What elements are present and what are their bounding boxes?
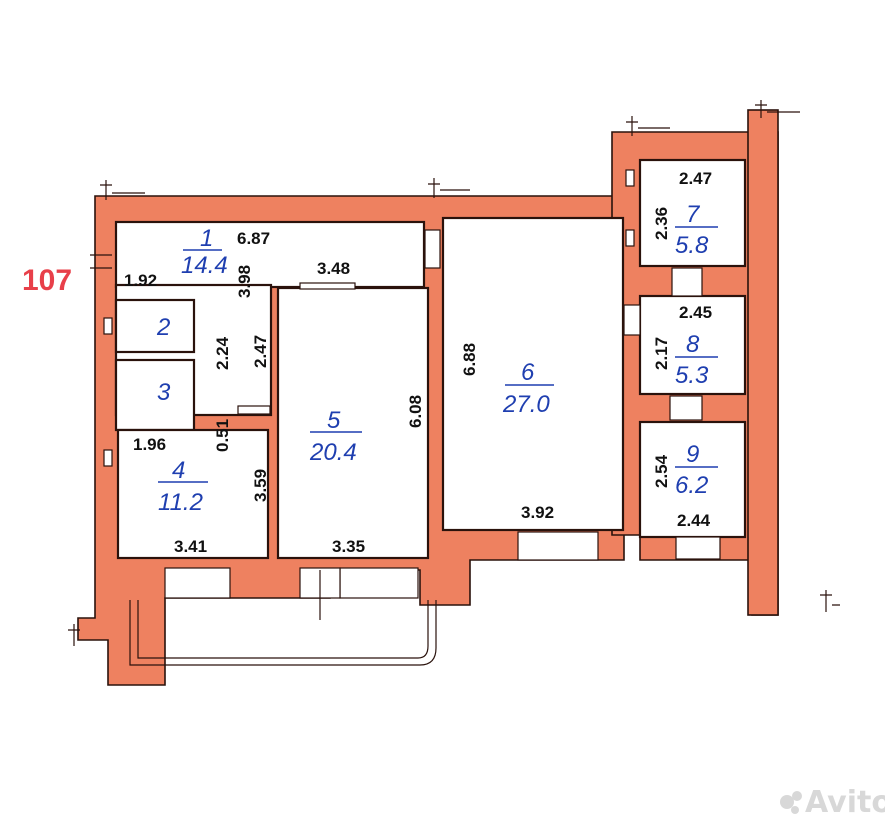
room-4-area: 11.2 — [158, 489, 203, 516]
small-window-left-2 — [103, 449, 113, 467]
dim-hall-left-width: 1.92 — [124, 271, 157, 290]
room-9 — [638, 420, 747, 539]
dim-room9-height: 2.54 — [652, 454, 671, 488]
room-9-area: 6.2 — [675, 472, 708, 499]
dim-room6-height: 6.88 — [460, 343, 479, 376]
window-room9 — [675, 536, 721, 560]
dimension-labels: 6.87 1.92 3.48 3.35 3.92 1.96 3.41 2.47 … — [124, 169, 712, 556]
room-7 — [638, 158, 747, 268]
room-1-number: 1 — [200, 225, 213, 252]
door-room8 — [623, 304, 641, 336]
room-6-area: 27.0 — [502, 391, 550, 418]
room-4-number: 4 — [172, 457, 185, 484]
small-window-left-1 — [103, 317, 113, 335]
windows — [103, 169, 721, 599]
right-outer-pier — [747, 109, 779, 616]
door-room6 — [424, 229, 441, 269]
balcony-inner-line — [137, 600, 429, 659]
dim-closet-depth: 0.51 — [213, 419, 232, 452]
room-7-number: 7 — [686, 201, 701, 228]
room-7-area: 5.8 — [675, 232, 709, 259]
room-2 — [114, 298, 196, 354]
dim-room4-top: 1.96 — [133, 435, 166, 454]
room-8 — [638, 294, 747, 396]
tick-mark — [100, 180, 145, 200]
dim-room4-bottom: 3.41 — [174, 537, 207, 556]
window-room6 — [517, 531, 599, 561]
room-labels: 1 14.4 2 3 4 11.2 5 20.4 6 27.0 7 5.8 8 … — [156, 201, 718, 516]
tick-mark — [626, 116, 670, 136]
room-1-area: 14.4 — [181, 252, 228, 279]
dim-room5-height: 6.08 — [406, 395, 425, 428]
balcony-outline — [129, 600, 437, 666]
dim-room4-height: 3.59 — [251, 469, 270, 502]
apartment-number: 107 — [22, 264, 72, 297]
tick-mark — [90, 254, 112, 269]
dim-room7-height: 2.36 — [652, 207, 671, 240]
room-3-number: 3 — [157, 379, 171, 406]
room-5-number: 5 — [327, 407, 341, 434]
room-6 — [441, 216, 625, 532]
watermark: Avito — [780, 785, 885, 820]
small-window-right-1 — [625, 169, 635, 187]
dim-hall-height: 3.98 — [235, 265, 254, 298]
room-9-number: 9 — [686, 441, 699, 468]
window-room4 — [164, 567, 231, 599]
dim-room2-height: 2.24 — [213, 336, 232, 370]
section-marks — [68, 100, 840, 646]
watermark-text: Avito — [805, 785, 885, 820]
room-4 — [116, 428, 270, 560]
dim-room8-top: 2.45 — [679, 303, 712, 322]
dim-room5-top: 3.48 — [317, 259, 350, 278]
dim-room9-bottom: 2.44 — [677, 511, 711, 530]
window-room5 — [339, 567, 419, 599]
door-room5 — [299, 282, 356, 290]
tick-mark — [755, 100, 800, 118]
room-2-number: 2 — [156, 314, 170, 341]
dim-room8-height: 2.17 — [652, 337, 671, 370]
tick-mark — [68, 624, 80, 646]
dim-corridor-height: 2.47 — [251, 335, 270, 368]
tick-mark — [428, 178, 470, 198]
room-5-area: 20.4 — [309, 439, 357, 466]
small-window-right-2 — [625, 229, 635, 247]
room-6-number: 6 — [521, 359, 535, 386]
dim-room7-top: 2.47 — [679, 169, 712, 188]
door-room8-9 — [669, 395, 703, 421]
door-room7-8 — [671, 267, 703, 297]
dim-hall-length: 6.87 — [237, 229, 270, 248]
rooms — [114, 158, 747, 560]
dim-room6-bottom: 3.92 — [521, 503, 554, 522]
door-room4 — [237, 405, 271, 415]
watermark-logo-icon — [780, 795, 794, 809]
room-5 — [276, 286, 430, 560]
dim-room5-bottom: 3.35 — [332, 537, 365, 556]
room-8-area: 5.3 — [675, 362, 709, 389]
tick-mark — [820, 590, 840, 612]
room-3 — [114, 358, 196, 432]
room-8-number: 8 — [686, 331, 700, 358]
